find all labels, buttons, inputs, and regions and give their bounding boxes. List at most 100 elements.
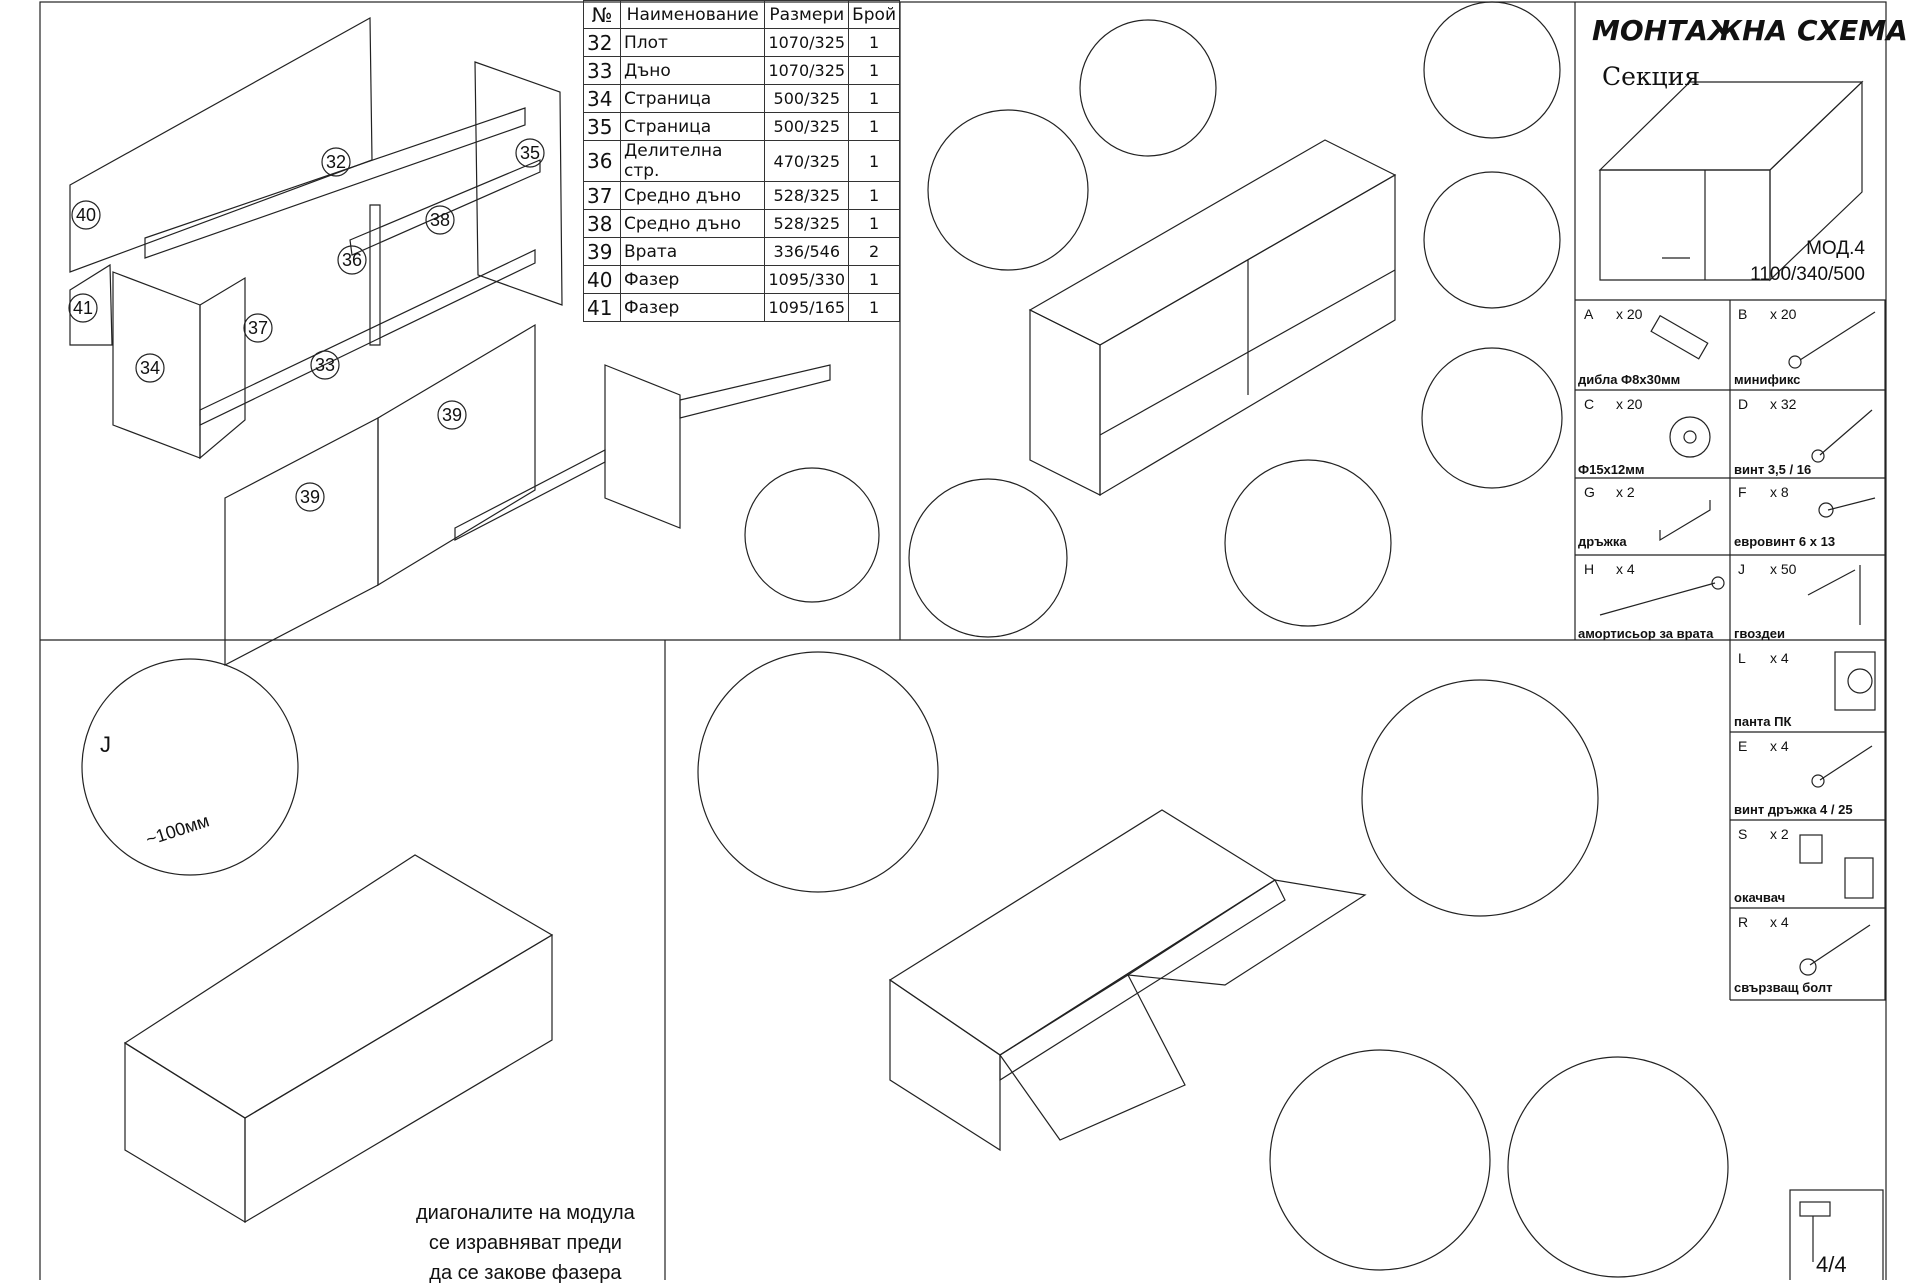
note-line: да се закове фазера [429,1262,622,1284]
hardware-letter: A [1584,306,1594,322]
part-size: 1095/165 [764,293,850,322]
part-size: 528/325 [764,209,850,238]
side-panel-35 [474,61,563,306]
exploded-view-drawing [69,16,831,666]
detail-circles-top [744,1,1563,638]
euro-screw-icon [1818,497,1876,518]
page-subtitle: Секция [1602,62,1701,91]
hardware-count: x 20 [1616,396,1643,412]
part-label: 32 [326,152,347,172]
hardware-count: x 4 [1770,914,1789,930]
model-name: МОД.4 [1806,238,1865,259]
part-label: 38 [430,210,451,230]
part-size: 500/325 [764,84,850,113]
part-name: Врата [619,237,766,266]
assembled-cabinet-drawing [1028,139,1397,497]
part-label-circles [68,138,545,512]
hanger-icon [1799,834,1874,899]
model-preview-drawing [1598,80,1864,282]
hinge-icon [1834,651,1876,711]
minifix-bolt-icon [1788,311,1876,369]
sheet-border [39,1,1887,1280]
part-label: 35 [520,143,541,163]
page-title: МОНТАЖНА СХЕМА [1592,14,1908,47]
part-number: 40 [583,265,621,294]
part-number: 35 [583,112,621,141]
model-info: МОД.4 1100/340/500 [1750,236,1865,288]
hardware-grid [1575,299,1886,1280]
hardware-count: x 4 [1770,650,1789,666]
assembly-note: диагоналите на модула се изравняват пред… [416,1198,635,1288]
part-name: Дъно [619,56,766,85]
part-number: 41 [583,293,621,322]
hardware-name: панта ПК [1734,714,1792,729]
hardware-icons [1599,311,1876,1262]
hardware-letter: H [1584,561,1595,577]
note-line: се изравняват преди [428,1232,622,1254]
hardware-name: винт дръжка 4 / 25 [1734,802,1853,817]
part-size: 1070/325 [764,28,850,57]
hardware-letter: S [1738,826,1748,842]
part-number: 32 [583,28,621,57]
page-number-box [1789,1189,1884,1280]
door-39-left [224,417,379,666]
hardware-letter: L [1738,650,1746,666]
part-label: 33 [315,355,336,375]
hardware-letter: F [1738,484,1747,500]
dowel-icon [1650,314,1709,360]
part-size: 336/546 [764,237,850,266]
part-number: 36 [583,140,621,182]
part-label: 34 [140,358,161,378]
part-name: Плот [619,28,766,57]
part-qty: 1 [848,209,900,238]
divider-36 [369,204,381,346]
part-label: 39 [442,405,463,425]
model-size: 1100/340/500 [1750,264,1865,285]
part-qty: 1 [848,181,900,210]
part-label: 41 [73,298,94,318]
part-qty: 1 [848,56,900,85]
hardware-letter: E [1738,738,1748,754]
back-panel-40 [69,16,373,273]
col-header-qty: Брой [848,0,900,29]
note-line: диагоналите на модула [416,1202,635,1224]
part-size: 1095/330 [764,265,850,294]
part-qty: 1 [848,265,900,294]
hardware-name: гвоздеи [1734,626,1785,641]
hardware-letter: B [1738,306,1748,322]
nail-letter-label: J [100,732,111,757]
col-header-size: Размери [764,0,850,29]
bottom-panel-33 [199,249,536,426]
handle-screw-icon [1811,745,1873,788]
hardware-name: окачвач [1734,890,1786,905]
hardware-count: x 2 [1770,826,1789,842]
hardware-letter: D [1738,396,1749,412]
mallet-icon [1799,1201,1831,1262]
screw-icon [1811,409,1873,463]
part-size: 1070/325 [764,56,850,85]
nail-back-panel-drawing [81,658,554,1224]
door-assembly-drawing [697,651,1729,1278]
part-size: 500/325 [764,112,850,141]
hardware-count: x 32 [1770,396,1797,412]
part-qty: 1 [848,140,900,182]
part-size: 528/325 [764,181,850,210]
hardware-count: x 4 [1616,561,1635,577]
col-header-name: Наименование [619,0,766,29]
nail-icon [1807,565,1861,625]
part-label: 39 [300,487,321,507]
hardware-letter: J [1738,561,1745,577]
part-number: 38 [583,209,621,238]
hardware-count: x 2 [1616,484,1635,500]
part-number: 39 [583,237,621,266]
part-name: Страница [619,84,766,113]
